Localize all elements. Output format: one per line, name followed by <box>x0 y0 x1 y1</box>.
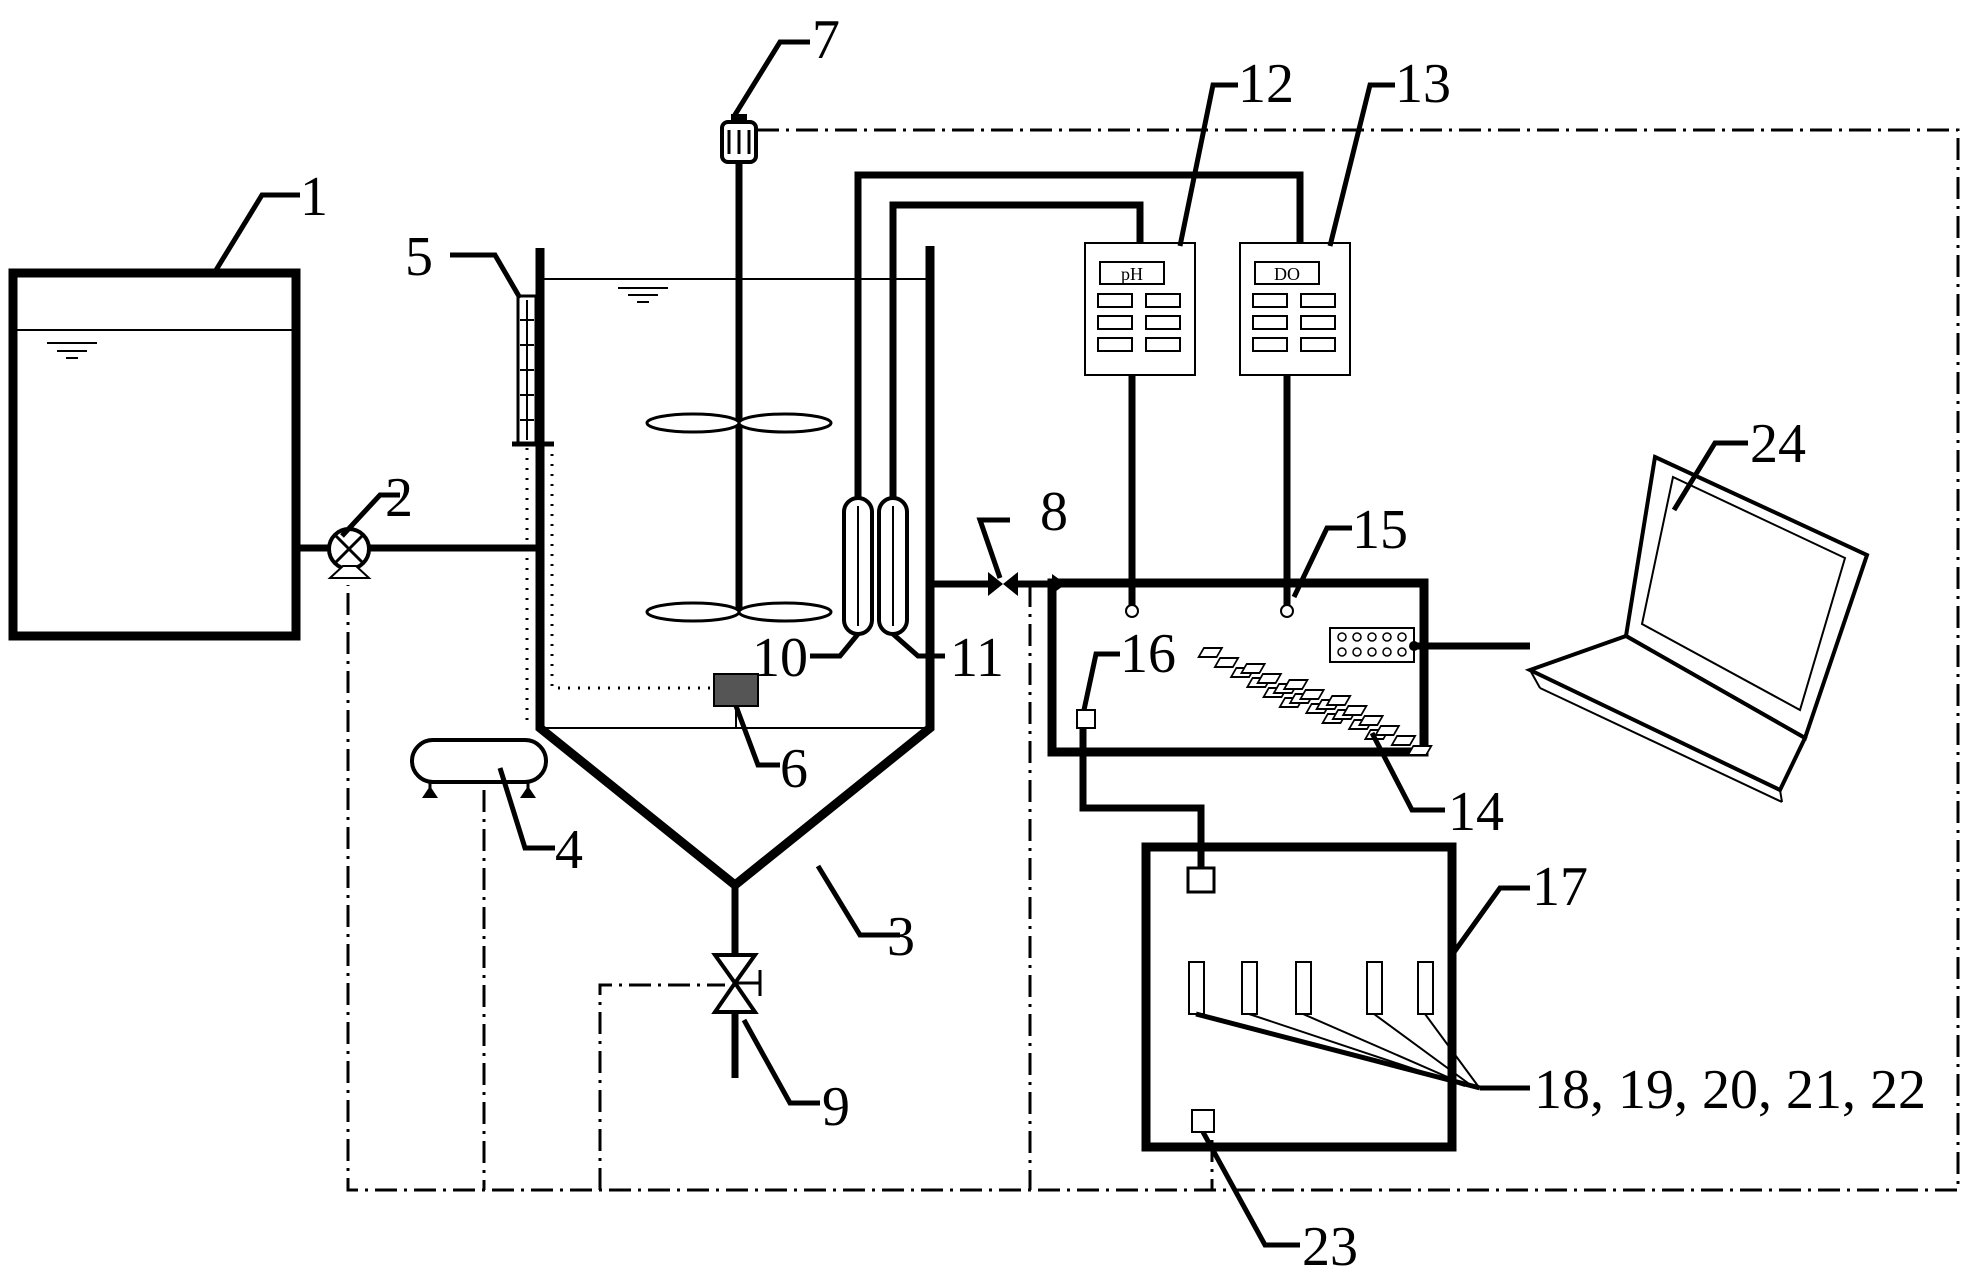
label-16: 16 <box>1120 623 1176 685</box>
part-labels: 1 2 3 4 5 6 7 8 9 10 11 12 13 14 15 16 1… <box>300 9 1926 1278</box>
air-compressor <box>410 738 548 798</box>
reactor-vessel <box>535 246 935 1078</box>
label-23: 23 <box>1302 1216 1358 1278</box>
relay-leader-lines <box>1195 1011 1481 1091</box>
label-1: 1 <box>300 166 328 228</box>
level-gauge <box>512 294 712 728</box>
ph-input-port <box>1125 604 1139 618</box>
relay-output-port <box>1076 709 1096 729</box>
label-2: 2 <box>385 467 413 529</box>
relay-23-port <box>1191 1109 1215 1133</box>
label-18-22: 18, 19, 20, 21, 22 <box>1534 1059 1926 1121</box>
label-11: 11 <box>950 627 1004 689</box>
relay-input-port <box>1186 866 1216 894</box>
drain-valve <box>711 953 762 1014</box>
label-10: 10 <box>752 627 808 689</box>
data-acquisition-unit <box>1047 578 1530 757</box>
label-12: 12 <box>1238 53 1294 115</box>
label-13: 13 <box>1395 53 1451 115</box>
label-6: 6 <box>780 738 808 800</box>
do-meter: DO <box>1239 242 1351 605</box>
label-17: 17 <box>1532 856 1588 918</box>
laptop-icon <box>1197 454 1870 803</box>
probes <box>842 171 1304 636</box>
label-24: 24 <box>1750 413 1806 475</box>
relay-control-box <box>1141 842 1481 1152</box>
do-display: DO <box>1274 264 1300 284</box>
ph-display: pH <box>1121 264 1143 284</box>
water-level-icon <box>47 342 97 359</box>
control-signal-lines <box>346 128 1960 1192</box>
stirrer <box>645 114 833 623</box>
label-15: 15 <box>1352 499 1408 561</box>
label-4: 4 <box>555 819 583 881</box>
reactor-water-level-icon <box>618 287 668 303</box>
label-7: 7 <box>812 9 840 71</box>
leader-lines <box>210 39 1748 1248</box>
feed-pump <box>296 527 540 579</box>
label-14: 14 <box>1448 781 1504 843</box>
feed-tank <box>8 268 301 641</box>
label-9: 9 <box>822 1076 850 1138</box>
label-8: 8 <box>1040 481 1068 543</box>
label-3: 3 <box>887 906 915 968</box>
label-5: 5 <box>405 226 433 288</box>
do-input-port <box>1280 604 1294 618</box>
ph-meter: pH <box>1084 242 1196 605</box>
